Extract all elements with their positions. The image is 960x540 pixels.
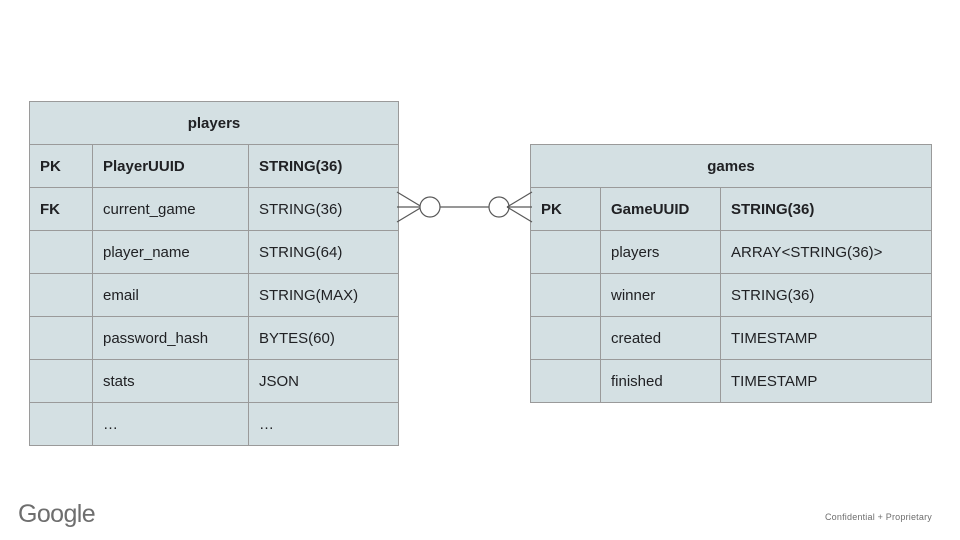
- crowfoot-left-lower-prong: [396, 206, 423, 223]
- column-key-games-2: [530, 273, 601, 317]
- column-key-players-6: [29, 402, 93, 446]
- column-key-players-1: FK: [29, 187, 93, 231]
- entity-table-games: games PK GameUUID STRING(36) players ARR…: [530, 144, 932, 403]
- column-field-games-1: players: [600, 230, 721, 274]
- column-type-games-2: STRING(36): [720, 273, 932, 317]
- entity-title-row: games: [530, 144, 932, 188]
- entity-column-row: … …: [29, 402, 399, 446]
- google-logo: Google: [18, 500, 96, 528]
- entity-column-row: players ARRAY<STRING(36)>: [530, 230, 932, 274]
- column-key-players-5: [29, 359, 93, 403]
- column-type-games-1: ARRAY<STRING(36)>: [720, 230, 932, 274]
- column-key-players-2: [29, 230, 93, 274]
- column-field-games-3: created: [600, 316, 721, 360]
- column-type-players-5: JSON: [248, 359, 399, 403]
- column-field-players-1: current_game: [92, 187, 249, 231]
- column-field-games-4: finished: [600, 359, 721, 403]
- column-key-games-3: [530, 316, 601, 360]
- column-field-players-6: …: [92, 402, 249, 446]
- column-key-players-4: [29, 316, 93, 360]
- column-field-games-2: winner: [600, 273, 721, 317]
- entity-title-games: games: [530, 144, 932, 188]
- column-field-players-4: password_hash: [92, 316, 249, 360]
- entity-column-row: FK current_game STRING(36): [29, 187, 399, 231]
- column-type-players-6: …: [248, 402, 399, 446]
- column-type-players-0: STRING(36): [248, 144, 399, 188]
- confidentiality-notice: Confidential + Proprietary: [824, 512, 932, 522]
- column-field-players-0: PlayerUUID: [92, 144, 249, 188]
- entity-column-row: PK PlayerUUID STRING(36): [29, 144, 399, 188]
- entity-column-row: player_name STRING(64): [29, 230, 399, 274]
- crowfoot-right-upper-prong: [506, 191, 533, 208]
- entity-column-row: PK GameUUID STRING(36): [530, 187, 932, 231]
- optionality-circle-right: [488, 196, 510, 218]
- column-key-players-3: [29, 273, 93, 317]
- entity-table-players: players PK PlayerUUID STRING(36) FK curr…: [29, 101, 399, 446]
- column-type-players-3: STRING(MAX): [248, 273, 399, 317]
- crowfoot-right-lower-prong: [506, 206, 533, 223]
- column-field-players-5: stats: [92, 359, 249, 403]
- column-key-games-4: [530, 359, 601, 403]
- column-field-players-3: email: [92, 273, 249, 317]
- entity-title-players: players: [29, 101, 399, 145]
- column-key-players-0: PK: [29, 144, 93, 188]
- column-type-games-3: TIMESTAMP: [720, 316, 932, 360]
- column-type-players-2: STRING(64): [248, 230, 399, 274]
- entity-column-row: created TIMESTAMP: [530, 316, 932, 360]
- column-field-games-0: GameUUID: [600, 187, 721, 231]
- column-type-players-4: BYTES(60): [248, 316, 399, 360]
- entity-column-row: email STRING(MAX): [29, 273, 399, 317]
- column-type-players-1: STRING(36): [248, 187, 399, 231]
- relationship-connector-players-games: [396, 191, 533, 223]
- entity-column-row: winner STRING(36): [530, 273, 932, 317]
- column-key-games-1: [530, 230, 601, 274]
- column-field-players-2: player_name: [92, 230, 249, 274]
- entity-title-row: players: [29, 101, 399, 145]
- column-type-games-0: STRING(36): [720, 187, 932, 231]
- column-key-games-0: PK: [530, 187, 601, 231]
- optionality-circle-left: [419, 196, 441, 218]
- entity-column-row: stats JSON: [29, 359, 399, 403]
- entity-column-row: password_hash BYTES(60): [29, 316, 399, 360]
- crowfoot-left-upper-prong: [396, 191, 423, 208]
- entity-column-row: finished TIMESTAMP: [530, 359, 932, 403]
- column-type-games-4: TIMESTAMP: [720, 359, 932, 403]
